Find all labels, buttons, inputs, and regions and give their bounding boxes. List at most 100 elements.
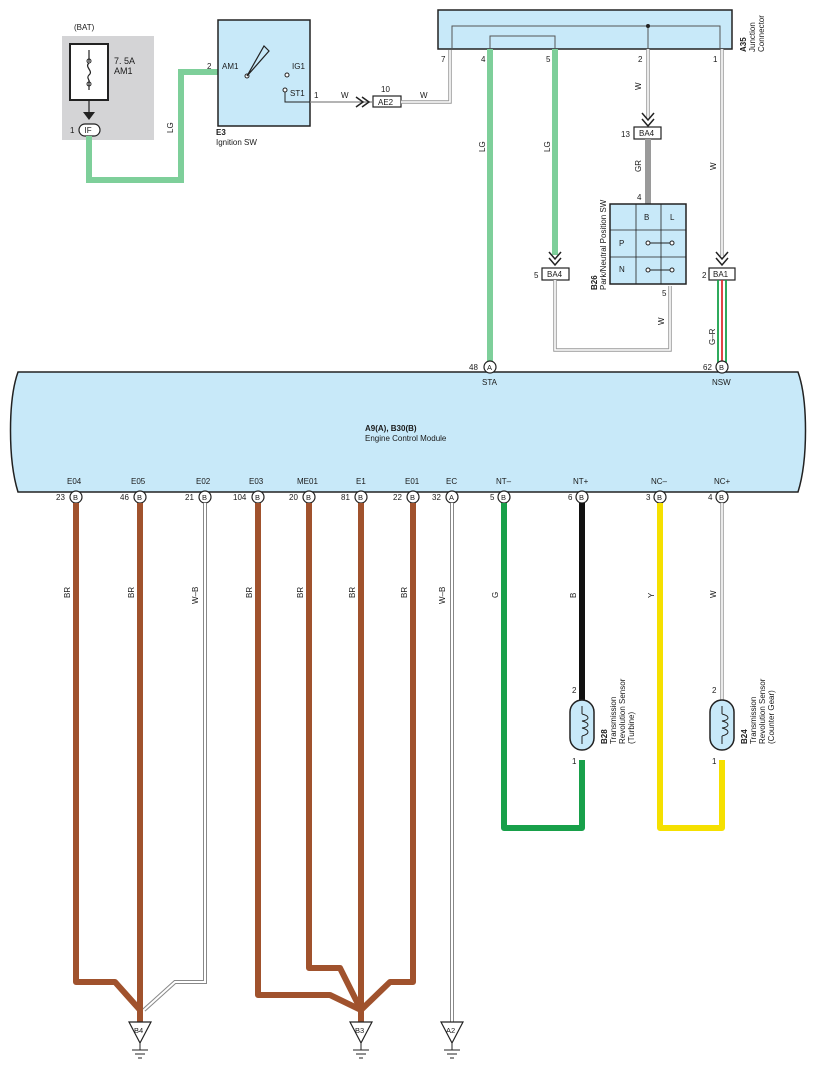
pin-number: 3 — [646, 493, 651, 502]
pin-label: E03 — [249, 477, 264, 486]
connector-ae2-label: AE2 — [378, 98, 394, 107]
pin-number: 1 — [314, 91, 319, 100]
junction-box — [437, 9, 733, 50]
pin-conn: B — [719, 363, 724, 372]
pin-label: E04 — [67, 477, 82, 486]
pin-label: E02 — [196, 477, 211, 486]
ground-icon — [128, 1021, 152, 1045]
wire-label-w: W — [709, 162, 718, 170]
pin-number: 23 — [56, 493, 65, 502]
pin-label: NC– — [651, 477, 668, 486]
wire-label-lg: LG — [478, 141, 487, 152]
wire-label-br: BR — [400, 587, 409, 598]
ignition-ig1-label: IG1 — [292, 62, 305, 71]
pin-number: 104 — [233, 493, 247, 502]
connector-ba4-label: BA4 — [547, 270, 563, 279]
pin-number: 4 — [637, 193, 642, 202]
pin-number: 1 — [712, 757, 717, 766]
sensor-code: B24 — [740, 729, 749, 744]
pin-number: 20 — [289, 493, 298, 502]
wire-y — [657, 503, 725, 831]
wire-br — [73, 503, 143, 1013]
pin-label: E01 — [405, 477, 420, 486]
pin-number: 2 — [712, 686, 717, 695]
wire-label-br: BR — [296, 587, 305, 598]
pin-conn: A — [487, 363, 492, 372]
wire-label-w: W — [420, 91, 428, 100]
wire-label-w: W — [657, 317, 666, 325]
engine-control-module: A9(A), B30(B) Engine Control Module A 48… — [9, 360, 807, 493]
connector-arrow-icon — [715, 251, 729, 267]
pin-number: 5 — [534, 271, 539, 280]
ground-wires: BR BR W–B BR BR BR BR W–B — [63, 503, 454, 1022]
sensor-line3: (Turbine) — [627, 712, 636, 744]
pin-conn: B — [306, 493, 311, 502]
connector-arrow-icon — [548, 251, 562, 267]
pin-label: E05 — [131, 477, 146, 486]
pin-conn: B — [137, 493, 142, 502]
pin-number: 7 — [441, 55, 446, 64]
sensor-line3: (Counter Gear) — [767, 690, 776, 744]
pin-label: E1 — [356, 477, 366, 486]
wire-label-wb: W–B — [191, 587, 200, 604]
ground-b3: B3 — [349, 1021, 373, 1059]
connector-ba4-label: BA4 — [639, 129, 655, 138]
ignition-switch-box — [217, 19, 311, 127]
pnp-row-p: P — [619, 239, 624, 248]
wire-label-br: BR — [348, 587, 357, 598]
pin-number: 5 — [546, 55, 551, 64]
wire-label-br: BR — [245, 587, 254, 598]
ground-icon — [349, 1021, 373, 1045]
wire-g — [501, 503, 585, 831]
pin-label: ME01 — [297, 477, 318, 486]
connector-arrow-icon — [355, 96, 371, 108]
pin-number: 48 — [469, 363, 478, 372]
pin-number: 2 — [207, 62, 212, 71]
wire-w-pnp — [554, 280, 671, 351]
pnp-col-b: B — [644, 213, 649, 222]
pnp-row-n: N — [619, 265, 625, 274]
coil-icon — [581, 713, 589, 737]
ecm-pin-nsw — [715, 360, 729, 374]
pin-conn: B — [579, 493, 584, 502]
pin-conn: A — [449, 493, 454, 502]
wire-w-ae2 — [401, 50, 451, 103]
wire-label-gr: GR — [634, 160, 643, 172]
fuse-amp: 7. 5A — [114, 56, 135, 66]
pin-number: 6 — [568, 493, 573, 502]
fuse-name: AM1 — [114, 66, 133, 76]
ignition-code: E3 — [216, 128, 226, 137]
fuse-icon — [86, 62, 92, 83]
ignition-am1-label: AM1 — [222, 62, 239, 71]
pnp-col-l: L — [670, 213, 675, 222]
pin-conn: B — [358, 493, 363, 502]
pin-number: 5 — [662, 289, 667, 298]
ecm-name: Engine Control Module — [365, 434, 447, 443]
ground-a2: A2 — [440, 1021, 464, 1059]
sensor-counter-gear: 2 1 B24 Transmission Revolution Sensor (… — [709, 678, 776, 766]
connector-arrow-icon — [83, 112, 95, 120]
pin-conn: B — [73, 493, 78, 502]
wire-label-br: BR — [127, 587, 136, 598]
pin-number: 81 — [341, 493, 350, 502]
pin-number: 46 — [120, 493, 129, 502]
junction-connector: 7 4 5 2 1 A35 Junction Connector — [437, 9, 766, 64]
pin-number: 62 — [703, 363, 712, 372]
pin-conn: B — [255, 493, 260, 502]
pin-number: 32 — [432, 493, 441, 502]
junction-name-line2: Connector — [757, 15, 766, 52]
pin-number: 1 — [70, 126, 75, 135]
wire-br — [358, 503, 416, 1013]
wire-lg-fuse — [86, 69, 218, 183]
ignition-st1-label: ST1 — [290, 89, 305, 98]
connector-arrow-icon — [641, 112, 655, 128]
pin-number: 4 — [481, 55, 486, 64]
pin-number: 2 — [702, 271, 707, 280]
pin-label: NT– — [496, 477, 512, 486]
pin-conn: B — [501, 493, 506, 502]
junction-code: A35 — [739, 37, 748, 52]
sensor-line1: Transmission — [609, 697, 618, 744]
ignition-switch: 2 AM1 IG1 ST1 E3 Ignition SW — [207, 19, 311, 147]
pin-number: 5 — [490, 493, 495, 502]
